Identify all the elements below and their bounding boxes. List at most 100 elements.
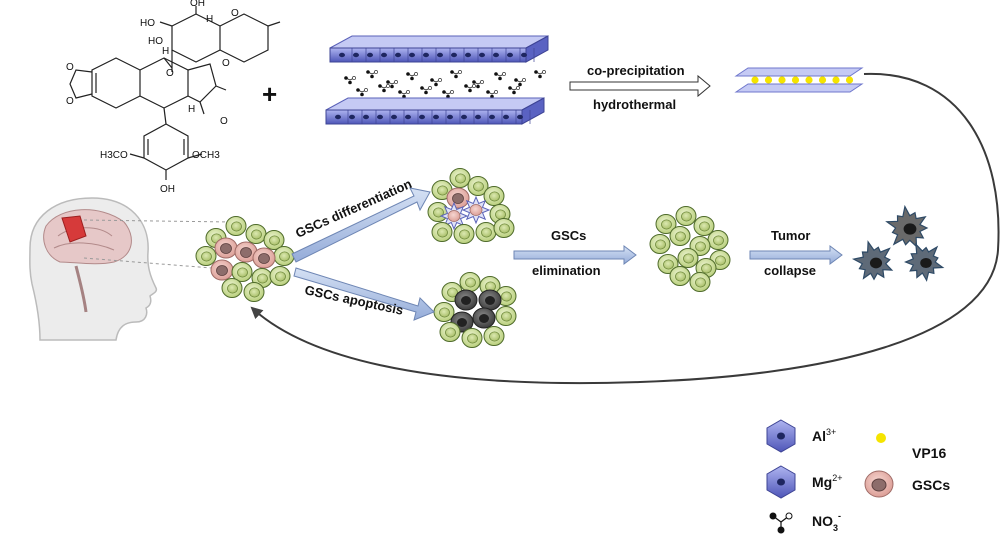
cluster-main-cell-5: [273, 246, 295, 266]
nitrate-12: [378, 84, 390, 93]
vp16-dot-1: [751, 76, 759, 84]
cluster-main-cell-7: [214, 237, 238, 259]
nitrate-16: [464, 84, 476, 93]
cluster-main-cell-4: [263, 230, 285, 250]
legend-al-icon: [766, 419, 796, 453]
cluster-apop-cell-7: [478, 289, 502, 311]
ldh-top-nuclei-dot-6: [409, 52, 415, 58]
mol-label-oh-bottom: OH: [160, 184, 175, 195]
ldh-top-nuclei-dot-10: [465, 52, 471, 58]
cluster-elim-cell-4: [707, 230, 729, 250]
nitrate-2: [366, 70, 378, 79]
cluster-main-cell-10: [210, 259, 234, 281]
cluster-diff-cell-11: [453, 224, 475, 244]
ldh-top-nuclei-dot-3: [367, 52, 373, 58]
cluster-elim-cell-10: [677, 248, 699, 268]
cluster-apop-cell-13: [483, 326, 505, 346]
mol-label-ho-2: HO: [148, 36, 163, 47]
cluster-elim-cell-1: [655, 214, 677, 234]
ldh-bottom-nuclei-dot-3: [363, 114, 369, 120]
cluster-elim-cell-2: [675, 206, 697, 226]
cluster-apop-cell-12: [461, 328, 483, 348]
nitrate-6: [450, 70, 462, 79]
ldh-bottom-nuclei-dot-12: [489, 114, 495, 120]
ldh-top-nuclei-dot-14: [521, 52, 527, 58]
mol-label-o-1: O: [231, 8, 239, 19]
apoptosis-arrow: GSCs apoptosis: [293, 267, 435, 321]
legend-vp16-label: VP16: [912, 445, 946, 461]
nitrate-1: [344, 76, 356, 85]
mol-label-o-3: O: [220, 116, 228, 127]
cluster-diff-cell-5: [427, 202, 449, 222]
cluster-main-cell-14: [221, 278, 243, 298]
human-head: [29, 197, 158, 341]
cluster-diff-cell-12: [475, 222, 497, 242]
collapsed-cell-1: [885, 204, 929, 249]
ldh-bottom-nuclei-dot-6: [405, 114, 411, 120]
layered-double-hydroxide: [325, 35, 549, 125]
tumor-cluster-initial: [195, 216, 295, 302]
cluster-apop-cell-2: [459, 272, 481, 292]
ldh-top-nuclei-dot-2: [353, 52, 359, 58]
mol-label-och3: OCH3: [192, 150, 220, 161]
elimination-top-label: GSCs: [551, 228, 586, 243]
cluster-main-cell-3: [245, 224, 267, 244]
etoposide-structure: [69, 6, 281, 180]
nitrate-13: [398, 90, 410, 99]
vp16-dot-5: [805, 76, 813, 84]
ldh-top-nuclei-dot-12: [493, 52, 499, 58]
cluster-main-cell-2: [225, 216, 247, 236]
ldh-bottom-nuclei-dot-5: [391, 114, 397, 120]
cluster-elim-cell-6: [669, 226, 691, 246]
ldh-top-layer: [329, 35, 549, 63]
nitrate-5: [430, 78, 442, 87]
ldh-bottom-layer: [325, 97, 545, 125]
nitrate-3: [386, 80, 398, 89]
elimination-bottom-label: elimination: [532, 263, 601, 278]
legend-gsc-icon: [864, 470, 894, 498]
vp16-dot-6: [818, 76, 827, 84]
cluster-apop-cell-5: [433, 302, 455, 322]
nitrate-7: [472, 80, 484, 89]
plus-sign: +: [262, 79, 277, 109]
nitrate-9: [514, 78, 526, 87]
ldh-top-nuclei-dot-9: [451, 52, 457, 58]
mol-label-o-2: O: [222, 58, 230, 69]
cluster-diff-cell-10: [431, 222, 453, 242]
cluster-eliminated: [649, 206, 731, 292]
cluster-diff-cell-2: [449, 168, 471, 188]
cluster-main-cell-11: [231, 262, 253, 282]
vp16-dot-2: [764, 76, 773, 84]
ldh-bottom-nuclei-dot-13: [503, 114, 509, 120]
nitrate-10: [534, 70, 546, 79]
ldh-bottom-nuclei-dot-7: [419, 114, 425, 120]
vp16-dot-4: [791, 76, 800, 84]
mol-label-o-glyco: O: [166, 68, 174, 79]
cluster-apop-cell-11: [439, 322, 461, 342]
cluster-elim-cell-5: [649, 234, 671, 254]
synthesis-arrow: co-precipitation hydrothermal: [569, 63, 711, 112]
legend-vp16-dot: [876, 433, 886, 443]
nitrate-8: [494, 72, 506, 81]
nitrate-11: [356, 88, 368, 97]
legend-no3-label: NO3-: [812, 511, 841, 533]
collapsed-tumor-cells: [851, 204, 945, 282]
vp16-dot-3: [778, 76, 786, 84]
etoposide-labels: OH HO HO H O H H O O O O O H3CO OCH3 OH: [66, 0, 239, 195]
cluster-elim-cell-3: [693, 216, 715, 236]
ldh-bottom-nuclei-dot-11: [475, 114, 481, 120]
cluster-differentiation: [427, 168, 515, 244]
ldh-bottom-nuclei-dot-1: [335, 114, 341, 120]
ldh-top-nuclei-dot-7: [423, 52, 429, 58]
mol-label-h-1: H: [162, 46, 169, 57]
cluster-main-cell-8: [234, 241, 258, 263]
collapse-bottom-label: collapse: [764, 263, 816, 278]
ldh-bottom-nuclei-dot-8: [433, 114, 439, 120]
legend-gsc-label: GSCs: [912, 477, 950, 493]
legend: Al3+ Mg2+ NO3- VP16 GSCs: [766, 419, 950, 534]
nitrate-15: [442, 90, 454, 99]
return-arrow: [250, 72, 1000, 385]
mol-label-o-5: O: [66, 96, 74, 107]
cluster-main-cell-15: [243, 282, 265, 302]
